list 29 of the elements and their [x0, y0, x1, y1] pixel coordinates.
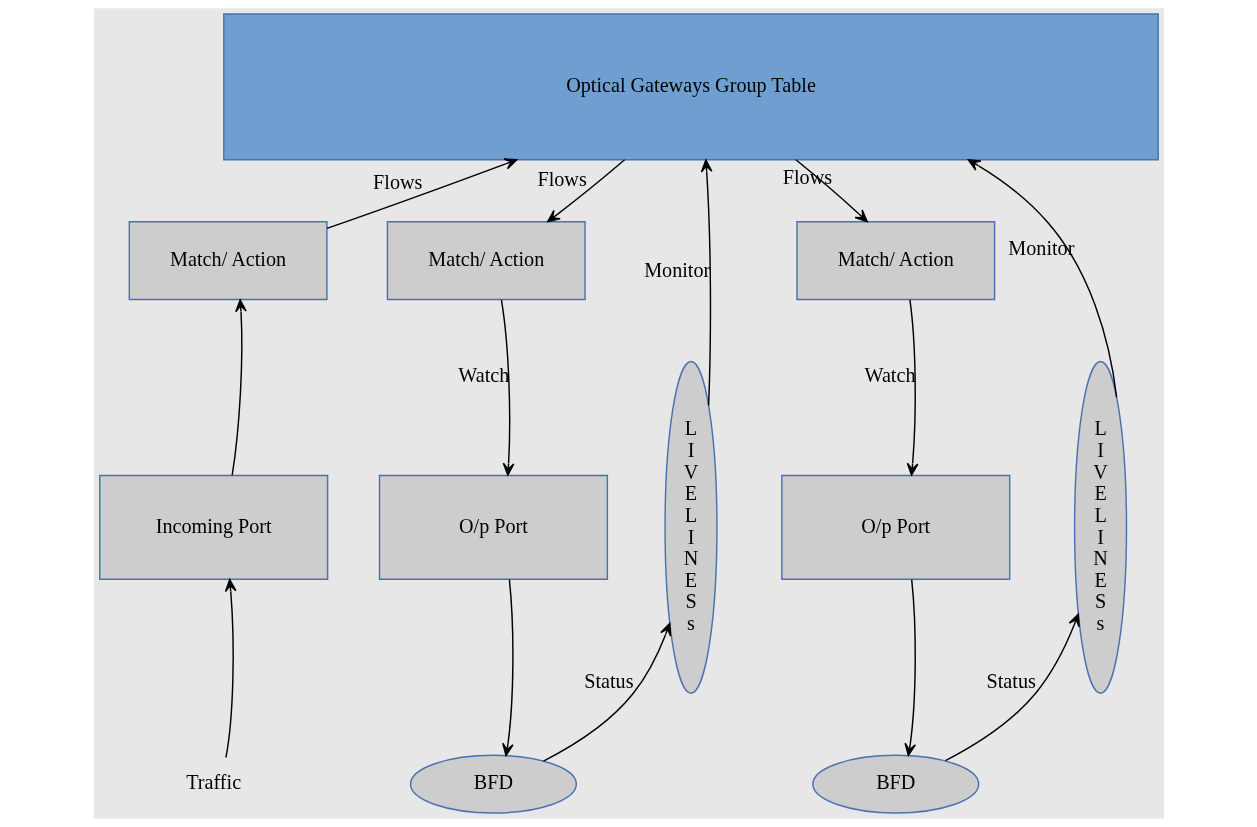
edge-label: Status: [986, 669, 1036, 692]
arrow: [542, 622, 671, 762]
node-text: Traffic: [185, 771, 241, 794]
arrow: [944, 613, 1080, 762]
node-box: O/p Port: [378, 474, 608, 581]
node-box: Optical Gateways Group Table: [222, 13, 1159, 161]
edge-label: Status: [583, 669, 633, 692]
edge-label: Monitor: [643, 259, 710, 282]
edge-label: Flows: [372, 171, 422, 194]
node-box: Match/ Action: [795, 221, 995, 301]
node-box: O/p Port: [780, 474, 1010, 581]
arrow: [546, 159, 625, 223]
node-box: Match/ Action: [386, 221, 586, 301]
arrow: [501, 578, 514, 757]
arrow: [967, 159, 1117, 398]
node-ellipse: LIVELINESs: [1073, 360, 1127, 694]
arrow: [906, 299, 918, 476]
node-box: Incoming Port: [98, 474, 328, 581]
node-box: Match/ Action: [128, 221, 328, 301]
arrow: [224, 578, 237, 759]
node-ellipse: BFD: [409, 754, 577, 814]
arrow: [700, 159, 713, 407]
node-ellipse: BFD: [811, 754, 979, 814]
edge-label: Flows: [536, 167, 587, 190]
arrow: [231, 299, 247, 476]
node-ellipse: LIVELINESs: [663, 360, 718, 694]
arrow: [325, 158, 517, 230]
arrow: [500, 299, 514, 476]
arrow: [903, 578, 916, 757]
